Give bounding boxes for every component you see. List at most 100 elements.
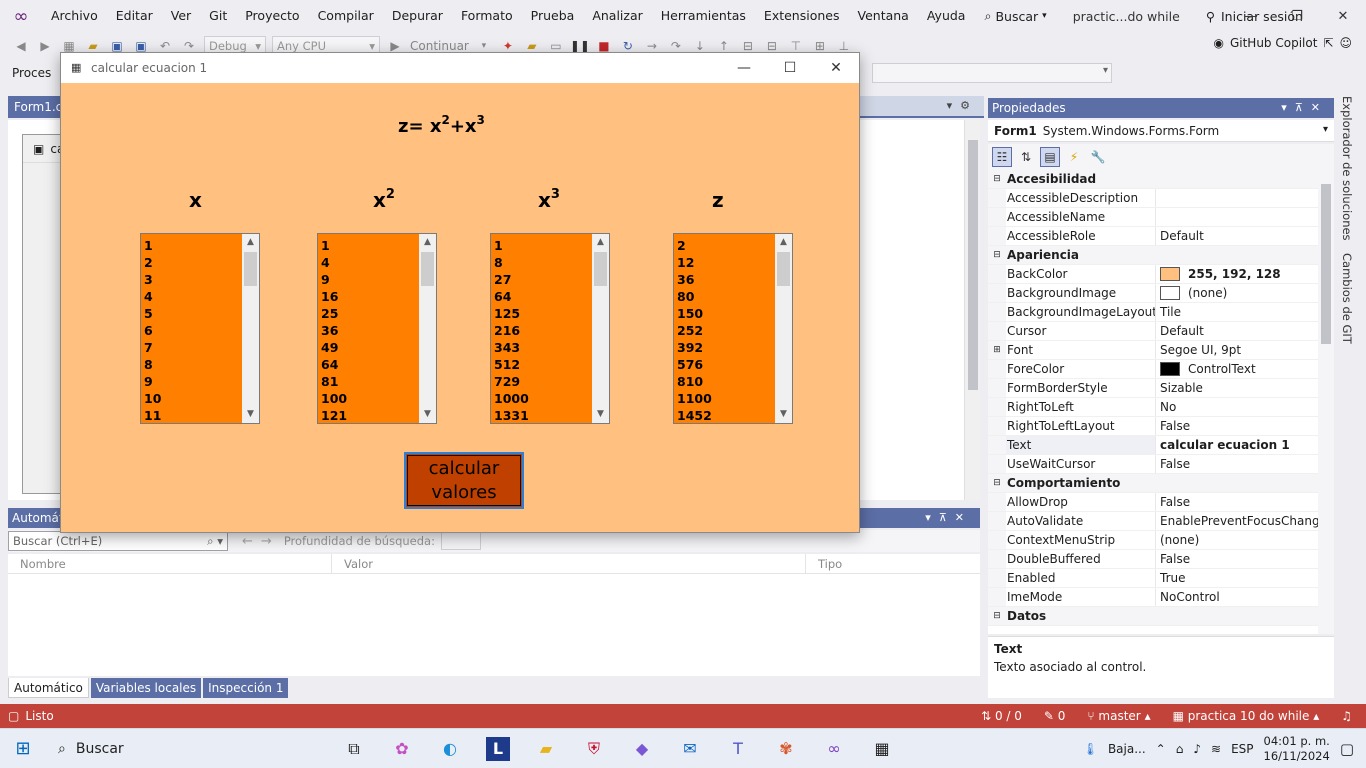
list-item[interactable]: 252 [677, 323, 704, 338]
forward-icon[interactable]: ▶ [40, 39, 50, 53]
weather-icon[interactable]: 🌡 [1082, 742, 1098, 756]
notification-center-icon[interactable]: ▢ [1339, 740, 1354, 758]
list-item[interactable]: 216 [494, 323, 521, 338]
scrollbar-thumb[interactable] [777, 252, 790, 286]
events-icon[interactable]: ⚡ [1069, 150, 1079, 164]
expand-icon[interactable]: ⊟ [988, 607, 1006, 625]
menu-prueba[interactable]: Prueba [530, 8, 575, 23]
restart-icon[interactable]: ↻ [622, 39, 633, 53]
properties-scrollbar[interactable] [1318, 170, 1334, 634]
scroll-down-icon[interactable]: ▼ [597, 409, 604, 419]
designer-scrollbar[interactable] [964, 120, 980, 500]
notifications-icon[interactable]: ♫ [1341, 709, 1352, 723]
minimize-icon[interactable]: — [737, 60, 751, 76]
menu-depurar[interactable]: Depurar [391, 8, 443, 23]
list-item[interactable]: 49 [321, 340, 339, 355]
list-item[interactable]: 1452 [677, 408, 712, 423]
align-bottom-icon[interactable]: ⊥ [838, 39, 850, 53]
list-item[interactable]: 4 [321, 255, 330, 270]
scroll-up-icon[interactable]: ▲ [247, 237, 254, 247]
chevron-down-icon[interactable]: ▾ [925, 511, 939, 524]
chevron-down-icon[interactable]: ▾ [1281, 101, 1295, 114]
property-value[interactable]: EnablePreventFocusChange [1156, 512, 1334, 530]
scroll-up-icon[interactable]: ▲ [424, 237, 431, 247]
align-left-icon[interactable]: ⊟ [742, 39, 753, 53]
list-item[interactable]: 3 [144, 272, 153, 287]
search-menu[interactable]: ⌕ Buscar ▾ [974, 8, 1056, 24]
column-value[interactable]: Valor [332, 554, 806, 573]
platform-select[interactable]: Any CPU▾ [272, 36, 380, 56]
expand-icon[interactable]: ⊞ [988, 341, 1006, 359]
list-item[interactable]: 36 [321, 323, 339, 338]
property-value[interactable]: Tile [1156, 303, 1334, 321]
file-explorer-icon[interactable]: ▰ [539, 739, 553, 758]
step-over-icon[interactable]: ↷ [670, 39, 681, 53]
property-value[interactable]: False [1156, 417, 1334, 435]
git-changes[interactable]: ⇅ 0 / 0 [981, 709, 1022, 723]
property-value[interactable]: calcular ecuacion 1 [1156, 436, 1334, 454]
menu-ayuda[interactable]: Ayuda [926, 8, 966, 23]
list-item[interactable]: 27 [494, 272, 512, 287]
arrow-right-icon[interactable]: → [260, 533, 280, 549]
weather-label[interactable]: Baja... [1107, 742, 1146, 756]
menu-proyecto[interactable]: Proyecto [245, 8, 300, 23]
windows-start-icon[interactable]: ⊞ [15, 738, 31, 759]
list-item[interactable]: 343 [494, 340, 521, 355]
list-item[interactable]: 2 [144, 255, 153, 270]
scroll-down-icon[interactable]: ▼ [247, 409, 254, 419]
property-value[interactable]: False [1156, 455, 1334, 473]
menu-compilar[interactable]: Compilar [317, 8, 374, 23]
volume-icon[interactable]: ♪ [1193, 742, 1202, 756]
wifi-icon[interactable]: ≋ [1211, 742, 1222, 756]
listbox-scrollbar[interactable]: ▲▼ [592, 234, 609, 423]
redo-icon[interactable]: ↷ [183, 39, 195, 53]
close-icon[interactable]: ✕ [954, 511, 972, 524]
copilot-app-icon[interactable]: ✿ [395, 739, 409, 758]
list-item[interactable]: 576 [677, 357, 704, 372]
list-item[interactable]: 10 [144, 391, 162, 406]
close-icon[interactable]: ✕ [830, 60, 842, 76]
menu-ventana[interactable]: Ventana [857, 8, 909, 23]
stop-icon[interactable]: ■ [598, 39, 610, 53]
menu-git[interactable]: Git [209, 8, 228, 23]
outlook-icon[interactable]: ✉ [683, 739, 697, 758]
feedback-icon[interactable]: ☺ [1339, 36, 1352, 50]
language-label[interactable]: ESP [1231, 742, 1254, 756]
continue-label[interactable]: Continuar [410, 39, 469, 53]
git-repo[interactable]: ▦ practica 10 do while ▴ [1172, 709, 1320, 723]
property-value[interactable]: Sizable [1156, 379, 1334, 397]
mcafee-icon[interactable]: ⛨ [587, 738, 600, 758]
tab-variables-locales[interactable]: Variables locales [90, 678, 202, 698]
stack-frame-select[interactable] [872, 63, 1112, 83]
listbox-scrollbar[interactable]: ▲▼ [242, 234, 259, 423]
share-icon[interactable]: ⇱ [1323, 36, 1334, 50]
property-value[interactable]: (none) [1156, 531, 1334, 549]
property-value[interactable] [1156, 189, 1334, 207]
list-item[interactable]: 4 [144, 289, 153, 304]
clock[interactable]: 04:01 p. m. 16/11/2024 [1264, 734, 1330, 764]
visual-studio-icon[interactable]: ∞ [827, 739, 841, 758]
scroll-down-icon[interactable]: ▼ [780, 409, 787, 419]
property-value[interactable] [1156, 208, 1334, 226]
list-item[interactable]: 392 [677, 340, 704, 355]
git-edits[interactable]: ✎ 0 [1044, 709, 1066, 723]
scrollbar-thumb[interactable] [968, 140, 978, 390]
listbox-scrollbar[interactable]: ▲▼ [419, 234, 436, 423]
list-item[interactable]: 8 [494, 255, 503, 270]
property-value[interactable]: Default [1156, 227, 1334, 245]
list-item[interactable]: 5 [144, 306, 153, 321]
property-pages-icon[interactable]: 🔧 [1090, 150, 1106, 164]
github-copilot-button[interactable]: ◉ GitHub Copilot ⇱ ☺ [1213, 36, 1352, 50]
back-icon[interactable]: ◀ [16, 39, 26, 53]
chevron-up-icon[interactable]: ⌃ [1155, 742, 1166, 756]
properties-icon[interactable]: ▤ [1040, 147, 1060, 167]
